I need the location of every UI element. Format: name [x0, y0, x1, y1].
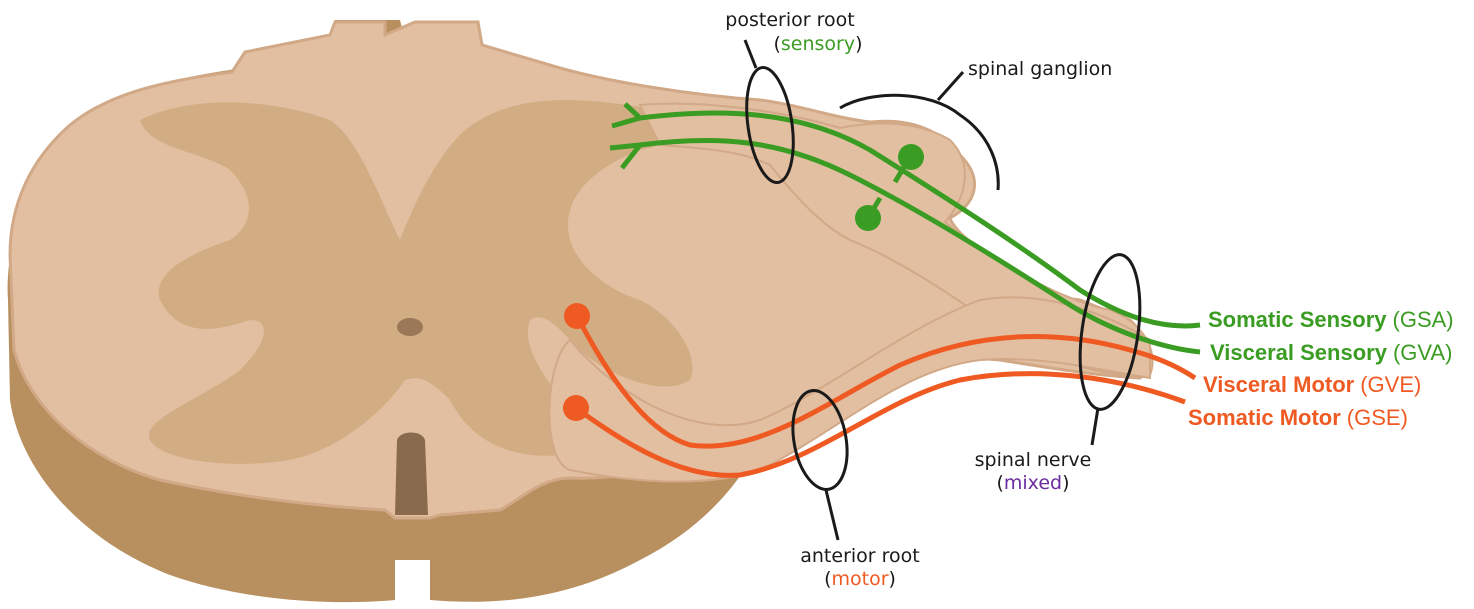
ganglion-cell-body-2	[855, 205, 881, 231]
anterior-fissure	[395, 433, 428, 516]
fiber-label-gve: Visceral Motor(GVE)	[1203, 372, 1421, 397]
spinal-ganglion-label: spinal ganglion	[968, 58, 1112, 80]
spinal-nerve-label: spinal nerve	[975, 449, 1092, 471]
posterior-root-type: (sensory)	[773, 33, 862, 55]
fiber-label-gse: Somatic Motor(GSE)	[1188, 405, 1408, 430]
motor-cell-body-2	[563, 395, 589, 421]
posterior-root-label: posterior root	[725, 9, 854, 31]
fiber-label-gsa: Somatic Sensory(GSA)	[1208, 307, 1454, 332]
anterior-root-type: (motor)	[824, 568, 896, 590]
spinal-nerve-type: (mixed)	[996, 472, 1069, 494]
fiber-label-gva: Visceral Sensory(GVA)	[1210, 340, 1452, 365]
motor-cell-body-1	[564, 303, 590, 329]
ganglion-cell-body-1	[898, 144, 924, 170]
anterior-root-leader	[826, 490, 838, 540]
fiber-legend: Somatic Sensory(GSA) Visceral Sensory(GV…	[1188, 307, 1454, 430]
central-canal	[397, 318, 423, 336]
spinal-ganglion-leader	[938, 72, 963, 100]
anterior-root-label: anterior root	[800, 545, 919, 567]
posterior-root-leader	[745, 40, 756, 68]
spinal-nerve-leader	[1092, 408, 1098, 445]
